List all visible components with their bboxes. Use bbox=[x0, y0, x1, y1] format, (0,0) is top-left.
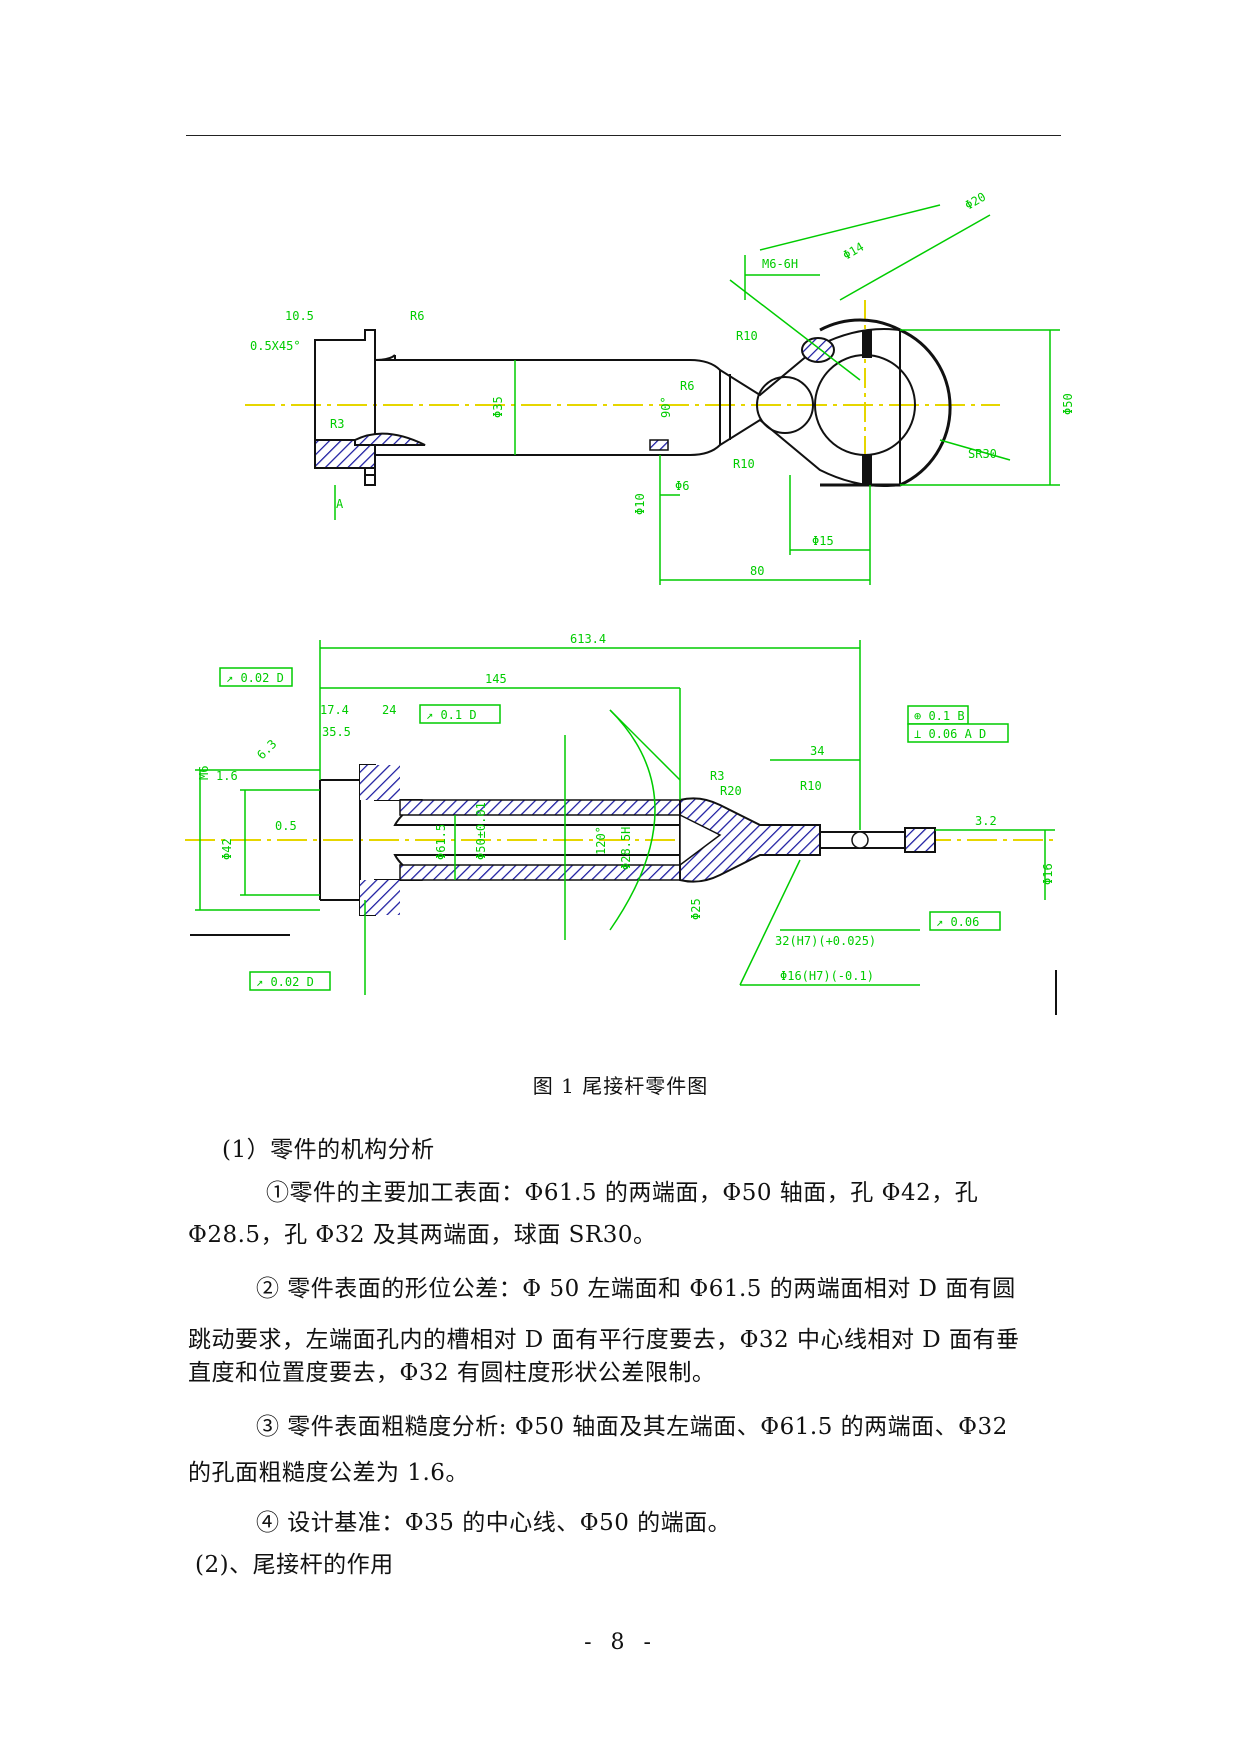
item1-line1: ①零件的主要加工表面：Φ61.5 的两端面，Φ50 轴面，孔 Φ42，孔 bbox=[266, 1180, 979, 1206]
svg-text:R10: R10 bbox=[736, 329, 758, 343]
svg-text:R3: R3 bbox=[330, 417, 344, 431]
svg-text:↗ 0.1 D: ↗ 0.1 D bbox=[426, 708, 477, 722]
svg-text:M6-6H: M6-6H bbox=[762, 257, 798, 271]
section2-heading: (2)、尾接杆的作用 bbox=[195, 1552, 394, 1578]
top-neck bbox=[689, 328, 901, 487]
svg-text:6.3: 6.3 bbox=[254, 737, 279, 762]
svg-text:R20: R20 bbox=[720, 784, 742, 798]
svg-text:Φ6: Φ6 bbox=[675, 479, 689, 493]
item3-line1: ③ 零件表面粗糙度分析: Φ50 轴面及其左端面、Φ61.5 的两端面、Φ32 bbox=[256, 1414, 1008, 1440]
svg-text:↗ 0.06: ↗ 0.06 bbox=[936, 915, 979, 929]
top-view: M6-6H 0.5X45° 10.5 R6 R3 Φ35 90° R10 R10… bbox=[245, 190, 1075, 585]
svg-text:R6: R6 bbox=[410, 309, 424, 323]
section1-heading: (1）零件的机构分析 bbox=[222, 1137, 435, 1163]
svg-text:120°: 120° bbox=[594, 826, 608, 855]
svg-text:R10: R10 bbox=[733, 457, 755, 471]
svg-text:Φ15: Φ15 bbox=[812, 534, 834, 548]
svg-text:Φ28.5H: Φ28.5H bbox=[619, 827, 633, 870]
svg-text:M6: M6 bbox=[197, 766, 211, 780]
svg-text:80: 80 bbox=[750, 564, 764, 578]
svg-text:Φ35: Φ35 bbox=[491, 396, 505, 418]
svg-text:1.6: 1.6 bbox=[216, 769, 238, 783]
svg-text:R10: R10 bbox=[800, 779, 822, 793]
svg-text:↗ 0.02 D: ↗ 0.02 D bbox=[226, 671, 284, 685]
svg-text:SR30: SR30 bbox=[968, 447, 997, 461]
svg-text:R6: R6 bbox=[680, 379, 694, 393]
figure-caption: 图 1 尾接杆零件图 bbox=[532, 1074, 709, 1098]
svg-text:↗ 0.02 D: ↗ 0.02 D bbox=[256, 975, 314, 989]
svg-text:Φ42: Φ42 bbox=[220, 838, 234, 860]
svg-text:613.4: 613.4 bbox=[570, 632, 606, 646]
svg-text:Φ61.5: Φ61.5 bbox=[434, 824, 448, 860]
svg-text:⊕ 0.1 B: ⊕ 0.1 B bbox=[914, 709, 965, 723]
section-view: 613.4 145 ↗ 0.02 D ↗ 0.1 D ⊕ 0.1 B ⊥ 0.0… bbox=[185, 632, 1057, 1015]
svg-text:Φ16: Φ16 bbox=[1041, 863, 1055, 885]
top-eye bbox=[819, 318, 952, 487]
item1-line2: Φ28.5，孔 Φ32 及其两端面，球面 SR30。 bbox=[188, 1222, 657, 1248]
svg-text:Φ14: Φ14 bbox=[841, 240, 867, 263]
item2-line2: 跳动要求，左端面孔内的槽相对 D 面有平行度要去，Φ32 中心线相对 D 面有垂 bbox=[188, 1327, 1020, 1353]
svg-text:Φ50±0.01: Φ50±0.01 bbox=[474, 802, 488, 860]
svg-text:0.5X45°: 0.5X45° bbox=[250, 339, 301, 353]
item4-line1: ④ 设计基准：Φ35 的中心线、Φ50 的端面。 bbox=[256, 1510, 732, 1536]
item3-line2: 的孔面粗糙度公差为 1.6。 bbox=[188, 1460, 469, 1486]
svg-text:35.5: 35.5 bbox=[322, 725, 351, 739]
svg-text:Φ16(H7)(-0.1): Φ16(H7)(-0.1) bbox=[780, 969, 874, 983]
item2-line3: 直度和位置度要去，Φ32 有圆柱度形状公差限制。 bbox=[188, 1360, 716, 1386]
svg-text:10.5: 10.5 bbox=[285, 309, 314, 323]
svg-text:145: 145 bbox=[485, 672, 507, 686]
svg-text:90°: 90° bbox=[659, 396, 673, 418]
svg-text:Φ50: Φ50 bbox=[1061, 393, 1075, 415]
engineering-drawing: M6-6H 0.5X45° 10.5 R6 R3 Φ35 90° R10 R10… bbox=[185, 190, 1075, 1015]
page-number: - 8 - bbox=[584, 1630, 657, 1655]
svg-text:A: A bbox=[336, 497, 344, 511]
svg-text:32(H7)(+0.025): 32(H7)(+0.025) bbox=[775, 934, 876, 948]
header-rule bbox=[186, 135, 1061, 136]
item2-line1: ② 零件表面的形位公差：Φ 50 左端面和 Φ61.5 的两端面相对 D 面有圆 bbox=[256, 1276, 1016, 1302]
svg-text:Φ20: Φ20 bbox=[963, 190, 989, 213]
svg-text:R3: R3 bbox=[710, 769, 724, 783]
section-neck bbox=[679, 797, 821, 883]
svg-text:24: 24 bbox=[382, 703, 396, 717]
svg-text:0.5: 0.5 bbox=[275, 819, 297, 833]
svg-text:Φ10: Φ10 bbox=[633, 493, 647, 515]
svg-text:34: 34 bbox=[810, 744, 824, 758]
svg-text:⊥ 0.06 A D: ⊥ 0.06 A D bbox=[914, 727, 986, 741]
svg-text:3.2: 3.2 bbox=[975, 814, 997, 828]
svg-text:Φ25: Φ25 bbox=[689, 898, 703, 920]
svg-text:17.4: 17.4 bbox=[320, 703, 349, 717]
